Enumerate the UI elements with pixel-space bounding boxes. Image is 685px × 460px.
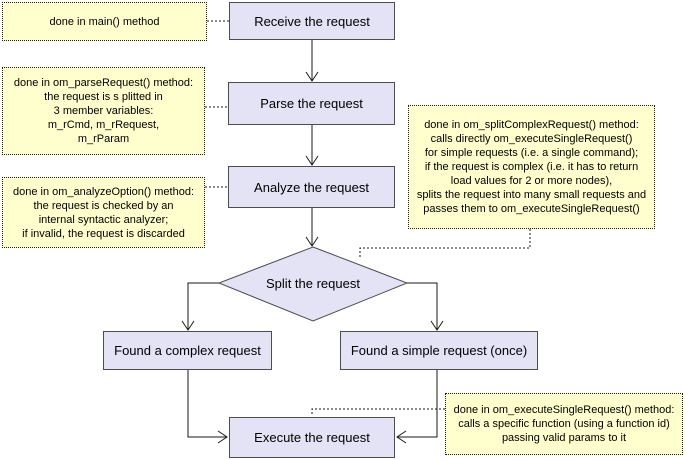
split-diamond-shape: [219, 247, 407, 321]
connector-note-execute: [312, 409, 445, 416]
arrowhead-split-to-complex: [182, 321, 194, 330]
node-parse-request: Parse the request: [228, 82, 395, 125]
note-execute-single-request-method: done in om_executeSingleRequest() method…: [445, 393, 683, 455]
arrow-split-to-simple: [407, 283, 437, 330]
note-connectors: [205, 21, 530, 416]
note-parse-request-method: done in om_parseRequest() method: the re…: [2, 67, 205, 155]
node-found-complex-request: Found a complex request: [103, 331, 272, 370]
note-split-complex-request-method: done in om_splitComplexRequest() method:…: [408, 105, 655, 229]
node-found-simple-request: Found a simple request (once): [340, 331, 538, 370]
connector-note-split: [360, 229, 530, 259]
flow-arrows: [182, 40, 443, 443]
arrow-split-to-complex: [188, 283, 219, 330]
arrowhead-analyze-to-split: [306, 237, 318, 246]
arrowhead-complex-to-execute: [218, 431, 227, 443]
arrowhead-simple-to-execute: [397, 431, 406, 443]
node-receive-request: Receive the request: [229, 2, 395, 40]
arrow-simple-to-execute: [397, 370, 437, 437]
arrow-complex-to-execute: [188, 370, 227, 437]
node-split-request-label: Split the request: [266, 276, 360, 291]
note-analyze-option-method: done in om_analyzeOption() method: the r…: [2, 177, 205, 248]
note-main-method: done in main() method: [2, 2, 207, 41]
arrowhead-split-to-simple: [431, 321, 443, 330]
arrowhead-receive-to-parse: [306, 72, 318, 81]
node-execute-request: Execute the request: [229, 417, 395, 458]
arrowhead-parse-to-analyze: [306, 156, 318, 165]
node-analyze-request: Analyze the request: [228, 166, 395, 208]
